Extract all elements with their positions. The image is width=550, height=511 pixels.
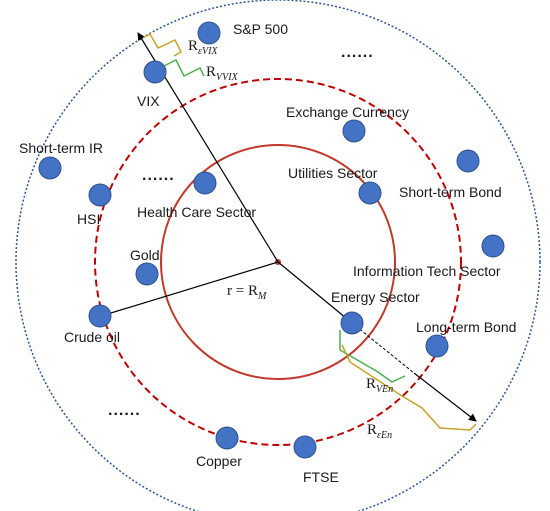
math-r-eps-en: RεEn [367,422,392,441]
node-vix [143,60,167,84]
node-ftse [293,435,317,459]
radius-line-energy-outer [413,372,477,422]
label-copper: Copper [196,453,242,469]
math-r-v-vix-base: R [206,64,216,80]
label-short-term-ir: Short-term IR [19,140,103,156]
ellipsis-left: ...... [142,167,175,184]
math-r-v-en-sub: VEn [376,384,393,395]
bracket-v-vix [159,58,205,78]
radius-line-energy [277,261,353,324]
node-short-term-ir [38,156,62,180]
radius-line-energy-dashed [351,322,415,374]
math-radius-eq: r = RM [227,283,267,302]
node-long-term-bond [425,334,449,358]
inner-circle [160,144,396,380]
bracket-v-en [339,330,406,383]
math-r-v-vix-sub: VVIX [216,72,239,83]
label-sp500: S&P 500 [233,21,288,37]
label-crude-oil: Crude oil [64,329,120,345]
bracket-eps-en [341,344,477,431]
math-r-v-vix: RVVIX [206,64,239,83]
math-r-eps-en-sub: εEn [377,430,392,441]
node-exchange-currency [342,119,366,143]
middle-dashed-circle [94,78,462,446]
label-gold: Gold [130,247,160,263]
math-r-v-en-base: R [366,376,376,392]
node-sp500 [197,21,221,45]
node-short-term-bond [456,149,480,173]
node-crude-oil [88,304,112,328]
bracket-eps-vix [142,32,182,57]
math-r-eps-en-base: R [367,422,377,438]
label-ftse: FTSE [303,469,339,485]
node-info-tech [481,234,505,258]
label-info-tech: Information Tech Sector [353,263,501,279]
math-radius-eq-base: r = R [227,283,258,299]
label-utilities: Utilities Sector [288,165,378,181]
label-short-term-bond: Short-term Bond [399,184,502,200]
label-hsi: HSI [77,211,100,227]
math-r-eps-vix-sub: εVIX [198,46,218,57]
math-r-v-en: RVEn [366,376,393,395]
math-radius-eq-sub: M [257,291,267,302]
node-energy [340,311,364,335]
node-copper [215,426,239,450]
ellipsis-bottom: ...... [108,402,141,419]
label-vix: VIX [137,93,160,109]
label-long-term-bond: Long-term Bond [416,319,516,335]
label-exchange-currency: Exchange Currency [286,104,409,120]
math-r-eps-vix: RεVIX [188,38,218,57]
label-energy: Energy Sector [331,289,420,305]
node-health-care [193,171,217,195]
ellipsis-top: ...... [341,44,374,61]
math-r-eps-vix-base: R [188,38,198,54]
radius-line-crude-oil [100,261,279,318]
node-hsi [88,183,112,207]
node-utilities [358,181,382,205]
label-health-care: Health Care Sector [137,204,256,220]
outer-circle [15,0,541,511]
node-gold [135,262,159,286]
